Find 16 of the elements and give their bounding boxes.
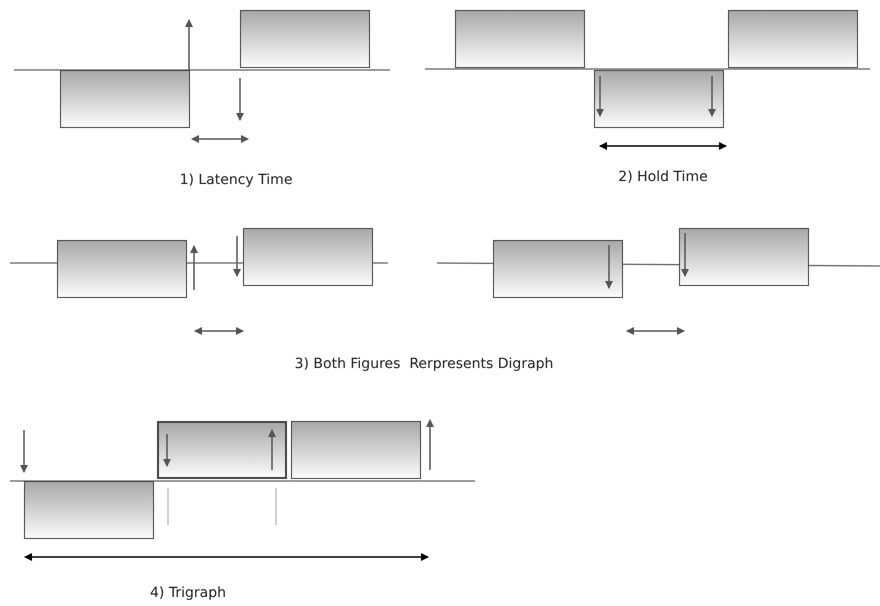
key-press-box [291, 421, 421, 479]
figure-caption: 2) Hold Time [618, 169, 708, 185]
key-press-box [243, 228, 373, 286]
key-press-box [240, 10, 370, 68]
key-press-box [24, 481, 154, 539]
figure-caption: 1) Latency Time [180, 172, 292, 188]
key-press-box [157, 421, 287, 479]
figure-caption: 3) Both Figures Rerpresents Digraph [294, 356, 554, 372]
key-press-box [455, 10, 585, 68]
key-press-box [493, 240, 623, 298]
key-press-box [57, 240, 187, 298]
key-press-box [728, 10, 858, 68]
key-press-box [60, 70, 190, 128]
key-press-box [679, 228, 809, 286]
figure-caption: 4) Trigraph [150, 585, 226, 601]
key-press-box [594, 70, 724, 128]
